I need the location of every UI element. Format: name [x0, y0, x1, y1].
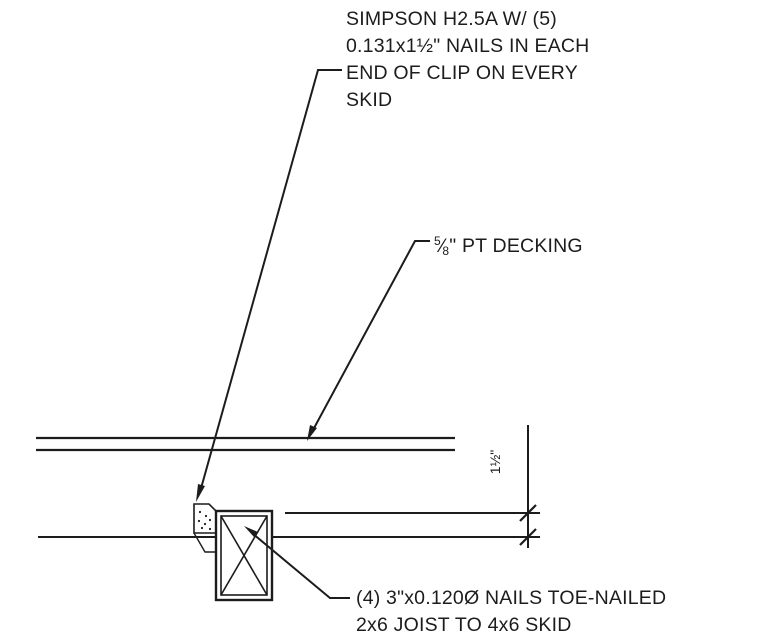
simpson-note-line-1: SIMPSON H2.5A W/ (5) — [346, 8, 557, 30]
nails-note-line-2: 2x6 JOIST TO 4x6 SKID — [356, 614, 572, 636]
leader-simpson — [196, 69, 342, 502]
decking-note-text: " PT DECKING — [449, 235, 583, 257]
simpson-note-line-4: SKID — [346, 89, 393, 111]
leader-decking — [307, 240, 430, 441]
dimension-label: 1½" — [487, 450, 503, 474]
decking-note: 5⁄8" PT DECKING — [434, 234, 583, 258]
decking-fraction-numerator: 5 — [434, 234, 441, 248]
simpson-clip-note: SIMPSON H2.5A W/ (5) 0.131x1½" NAILS IN … — [346, 6, 589, 114]
leader-nails — [244, 526, 350, 599]
pt-decking — [36, 436, 455, 452]
nails-note-line-1: (4) 3"x0.120Ø NAILS TOE-NAILED — [356, 587, 667, 609]
simpson-clip — [193, 503, 217, 553]
simpson-note-line-2: 0.131x1½" NAILS IN EACH — [346, 35, 590, 57]
dimension-line: 1½" — [487, 425, 537, 548]
skid-4x6 — [214, 509, 274, 602]
decking-fraction-denominator: 8 — [442, 244, 450, 258]
joist-lines — [38, 512, 540, 538]
simpson-note-line-3: END OF CLIP ON EVERY — [346, 62, 578, 84]
toe-nail-note: (4) 3"x0.120Ø NAILS TOE-NAILED 2x6 JOIST… — [356, 585, 666, 639]
